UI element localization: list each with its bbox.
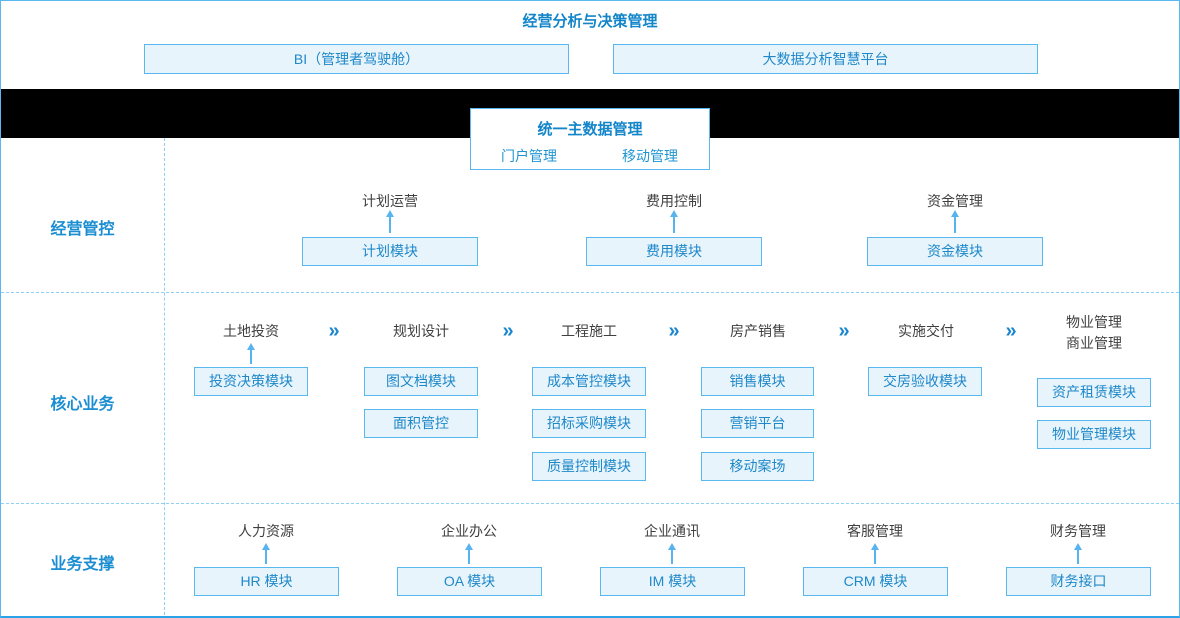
page-title: 经营分析与决策管理 <box>522 13 658 30</box>
group-header-office: 企业办公 <box>441 523 497 539</box>
arrow-up-icon <box>465 543 473 564</box>
chevron-double-right-icon: » <box>838 320 850 342</box>
module-box-marketing-platform: 营销平台 <box>701 409 814 438</box>
chevron-double-right-icon: » <box>502 320 514 342</box>
vertical-dashed-divider <box>164 138 165 615</box>
row-label-business-support: 业务支撑 <box>50 556 115 573</box>
row-label-operations-control: 经营管控 <box>50 221 115 238</box>
arrow-up-icon <box>670 210 678 233</box>
arrow-up-icon <box>386 210 394 233</box>
horizontal-dashed-divider-1 <box>1 292 1179 293</box>
arrow-up-icon <box>871 543 879 564</box>
module-box-asset-leasing: 资产租赁模块 <box>1037 378 1151 407</box>
stage-header-sales: 房产销售 <box>730 323 786 339</box>
row-label-core-business: 核心业务 <box>50 396 115 413</box>
module-box-im: IM 模块 <box>600 567 745 596</box>
group-header: 资金管理 <box>927 193 983 209</box>
master-data-title: 统一主数据管理 <box>537 121 643 138</box>
master-data-box: 统一主数据管理 门户管理 移动管理 <box>470 108 710 170</box>
module-box-investment-decision: 投资决策模块 <box>194 367 308 396</box>
group-header-customer-service: 客服管理 <box>847 523 903 539</box>
stage-header-construction: 工程施工 <box>561 323 617 339</box>
stage-header-land: 土地投资 <box>223 323 279 339</box>
horizontal-dashed-divider-2 <box>1 503 1179 504</box>
arrow-up-icon <box>1074 543 1082 564</box>
module-box-mobile-showroom: 移动案场 <box>701 452 814 481</box>
stage-header-commerce: 商业管理 <box>1066 335 1122 351</box>
module-box-sales: 销售模块 <box>701 367 814 396</box>
module-box-handover-acceptance: 交房验收模块 <box>868 367 982 396</box>
arrow-up-icon <box>262 543 270 564</box>
module-box-funds: 资金模块 <box>867 237 1043 266</box>
group-header-hr: 人力资源 <box>238 523 294 539</box>
module-box-cost-control: 成本管控模块 <box>532 367 646 396</box>
group-header-communication: 企业通讯 <box>644 523 700 539</box>
module-box-area-control: 面积管控 <box>364 409 478 438</box>
bigdata-platform-box: 大数据分析智慧平台 <box>613 44 1038 74</box>
module-box-property-management: 物业管理模块 <box>1037 420 1151 449</box>
module-box-finance-interface: 财务接口 <box>1006 567 1151 596</box>
bi-cockpit-box: BI（管理者驾驶舱） <box>144 44 569 74</box>
portal-management-item: 门户管理 <box>501 148 557 164</box>
chevron-double-right-icon: » <box>1005 320 1017 342</box>
module-box-expense: 费用模块 <box>586 237 762 266</box>
stage-header-delivery: 实施交付 <box>898 323 954 339</box>
module-box-oa: OA 模块 <box>397 567 542 596</box>
group-header: 费用控制 <box>646 193 702 209</box>
module-box-hr: HR 模块 <box>194 567 339 596</box>
chevron-double-right-icon: » <box>668 320 680 342</box>
module-box-crm: CRM 模块 <box>803 567 948 596</box>
arrow-up-icon <box>951 210 959 233</box>
group-header: 计划运营 <box>362 193 418 209</box>
module-box-quality-control: 质量控制模块 <box>532 452 646 481</box>
module-box-plan: 计划模块 <box>302 237 478 266</box>
chevron-double-right-icon: » <box>328 320 340 342</box>
stage-header-planning: 规划设计 <box>393 323 449 339</box>
arrow-up-icon <box>668 543 676 564</box>
stage-header-property: 物业管理 <box>1066 314 1122 330</box>
arrow-up-icon <box>247 343 255 364</box>
module-box-drawing-doc: 图文档模块 <box>364 367 478 396</box>
mobile-management-item: 移动管理 <box>622 148 678 164</box>
module-box-bidding-procurement: 招标采购模块 <box>532 409 646 438</box>
group-header-finance: 财务管理 <box>1050 523 1106 539</box>
